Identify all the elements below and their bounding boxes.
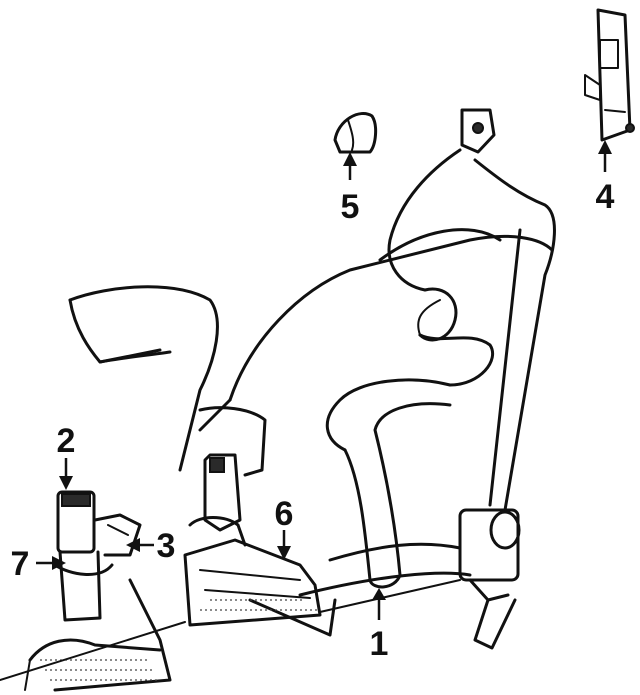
center-buckle-bracket [183,406,337,637]
retractor [458,508,521,650]
height-adjuster [584,8,635,142]
belt-guide-cover [333,112,378,154]
callout-6: 6 [275,495,294,533]
callout-leaders [36,140,612,620]
upper-anchor-plate [460,108,496,154]
callout-1: 1 [370,625,389,663]
callout-labels: 1 2 3 4 5 6 7 [11,178,615,663]
callout-4: 4 [596,178,615,216]
callout-5: 5 [341,188,360,226]
callout-2: 2 [57,422,76,460]
floor-lines [0,579,461,681]
seat-back [68,228,554,597]
belt-webbing [325,148,556,589]
callout-3: 3 [157,527,176,565]
buckle-assembly [24,490,172,692]
callout-7: 7 [11,545,30,583]
